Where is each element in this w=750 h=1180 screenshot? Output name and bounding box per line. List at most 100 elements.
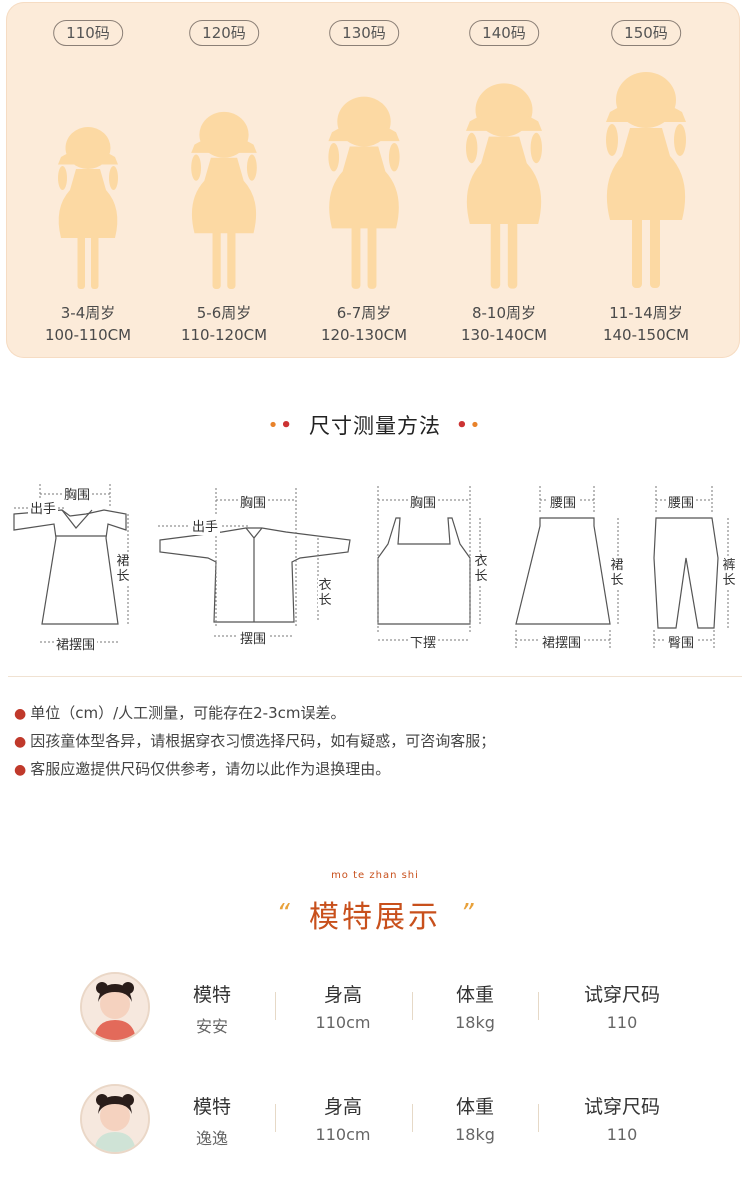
note-text: 客服应邀提供尺码仅供参考，请勿以此作为退换理由。	[30, 760, 391, 778]
child-silhouette	[606, 72, 686, 288]
model-name-header: 模特	[192, 1096, 231, 1118]
model-weight-cell: 体重 18kg	[415, 1092, 535, 1144]
model-weight-header: 体重	[455, 1096, 494, 1118]
divider	[8, 676, 742, 677]
size-label-pill: 140码	[469, 20, 539, 46]
model-row: 模特安安 身高 110cm 体重 18kg 试穿尺码 110	[0, 974, 750, 1054]
model-portrait-icon	[82, 1086, 148, 1152]
size-label-pill: 120码	[189, 20, 259, 46]
model-height-cell: 身高 110cm	[283, 1092, 403, 1144]
model-weight-header: 体重	[455, 984, 494, 1006]
size-label-pill: 150码	[611, 20, 681, 46]
model-size-header: 试穿尺码	[583, 1096, 660, 1118]
pants-length-label: 裤长	[722, 558, 736, 588]
camisole-hem-label: 下摆	[408, 632, 439, 651]
model-size-header: 试穿尺码	[583, 984, 660, 1006]
child-silhouette	[191, 111, 257, 289]
model-name-value: 逸逸	[195, 1129, 228, 1148]
skirt-hem-label: 裙摆围	[540, 632, 584, 651]
model-size-value: 110	[606, 1013, 638, 1032]
dress-chest-label: 胸围	[62, 484, 93, 503]
camisole-chest-label: 胸围	[408, 492, 439, 511]
model-size-cell: 试穿尺码 110	[562, 980, 682, 1032]
model-height-value: 110cm	[315, 1125, 371, 1144]
decor-dots-right: ••	[456, 414, 483, 436]
size-column: 150码 11-14周岁 140-150CM	[581, 2, 711, 358]
skirt-length-label: 裙长	[610, 558, 624, 588]
column-divider	[538, 992, 539, 1020]
note-item: ●单位（cm）/人工测量，可能存在2-3cm误差。	[14, 702, 346, 723]
size-column: 130码 6-7周岁 120-130CM	[299, 2, 429, 358]
bullet-dot-icon: ●	[14, 762, 27, 778]
size-column: 110码 3-4周岁 100-110CM	[23, 2, 153, 358]
child-silhouette	[328, 96, 400, 289]
column-divider	[412, 992, 413, 1020]
model-weight-cell: 体重 18kg	[415, 980, 535, 1032]
model-portrait-icon	[82, 974, 148, 1040]
column-divider	[538, 1104, 539, 1132]
model-name-value: 安安	[195, 1017, 228, 1036]
size-label-pill: 110码	[53, 20, 123, 46]
child-silhouette	[466, 82, 542, 289]
jacket-length-label: 衣长	[318, 578, 332, 608]
model-name-header: 模特	[192, 984, 231, 1006]
size-height-range: 130-140CM	[460, 326, 548, 344]
model-size-cell: 试穿尺码 110	[562, 1092, 682, 1144]
model-name-cell: 模特安安	[152, 980, 272, 1037]
model-height-value: 110cm	[315, 1013, 371, 1032]
jacket-chest-label: 胸围	[238, 492, 269, 511]
model-avatar	[82, 1086, 148, 1152]
note-text: 因孩童体型各异，请根据穿衣习惯选择尺码，如有疑惑，可咨询客服；	[30, 732, 496, 750]
quote-left-icon: “	[276, 899, 290, 929]
models-section-heading: “ 模特展示 ”	[0, 892, 750, 936]
dress-hem-label: 裙摆围	[54, 634, 98, 653]
pants-hip-label: 臀围	[666, 632, 697, 651]
model-row: 模特逸逸 身高 110cm 体重 18kg 试穿尺码 110	[0, 1086, 750, 1166]
column-divider	[275, 992, 276, 1020]
size-age-range: 11-14周岁	[609, 304, 683, 322]
model-weight-value: 18kg	[455, 1125, 495, 1144]
model-height-header: 身高	[323, 984, 362, 1006]
camisole-length-label: 衣长	[474, 554, 488, 584]
model-height-header: 身高	[323, 1096, 362, 1118]
size-age-range: 3-4周岁	[60, 304, 116, 322]
bullet-dot-icon: ●	[14, 706, 27, 722]
model-height-cell: 身高 110cm	[283, 980, 403, 1032]
dress-length-label: 裙长	[116, 554, 130, 584]
size-label-pill: 130码	[329, 20, 399, 46]
size-column: 120码 5-6周岁 110-120CM	[159, 2, 289, 358]
model-avatar	[82, 974, 148, 1040]
size-height-range: 140-150CM	[602, 326, 690, 344]
size-height-range: 100-110CM	[44, 326, 132, 344]
size-age-range: 5-6周岁	[196, 304, 252, 322]
model-weight-value: 18kg	[455, 1013, 495, 1032]
size-column: 140码 8-10周岁 130-140CM	[439, 2, 569, 358]
size-height-range: 120-130CM	[320, 326, 408, 344]
size-chart-panel: 110码 3-4周岁 100-110CM 120码 5-6周岁 110-120CM 130码…	[6, 2, 740, 358]
bullet-dot-icon: ●	[14, 734, 27, 750]
note-text: 单位（cm）/人工测量，可能存在2-3cm误差。	[30, 704, 346, 722]
model-size-value: 110	[606, 1125, 638, 1144]
pants-waist-label: 腰围	[666, 492, 697, 511]
measurement-diagrams: 胸围 出手 裙长 裙摆围 胸围 出手 衣长 摆围 胸围 衣长 下摆 腰围 裙长 …	[0, 478, 750, 658]
jacket-hem-label: 摆围	[238, 628, 269, 647]
model-name-cell: 模特逸逸	[152, 1092, 272, 1149]
measure-section-title: 尺寸测量方法	[309, 414, 441, 438]
size-age-range: 6-7周岁	[336, 304, 392, 322]
size-height-range: 110-120CM	[180, 326, 268, 344]
models-section-title: 模特展示	[309, 900, 441, 935]
jacket-sleeve-label: 出手	[190, 516, 221, 535]
column-divider	[275, 1104, 276, 1132]
note-item: ●客服应邀提供尺码仅供参考，请勿以此作为退换理由。	[14, 758, 390, 779]
child-silhouette	[58, 127, 118, 289]
size-age-range: 8-10周岁	[471, 304, 537, 322]
measure-section-heading: •• 尺寸测量方法 ••	[0, 410, 750, 440]
dress-sleeve-label: 出手	[28, 498, 59, 517]
models-section-pinyin: mo te zhan shi	[331, 870, 419, 881]
skirt-waist-label: 腰围	[548, 492, 579, 511]
decor-dots-left: ••	[267, 414, 294, 436]
column-divider	[412, 1104, 413, 1132]
note-item: ●因孩童体型各异，请根据穿衣习惯选择尺码，如有疑惑，可咨询客服；	[14, 730, 495, 751]
diagram-drawings	[13, 484, 729, 650]
quote-right-icon: ”	[460, 899, 474, 929]
